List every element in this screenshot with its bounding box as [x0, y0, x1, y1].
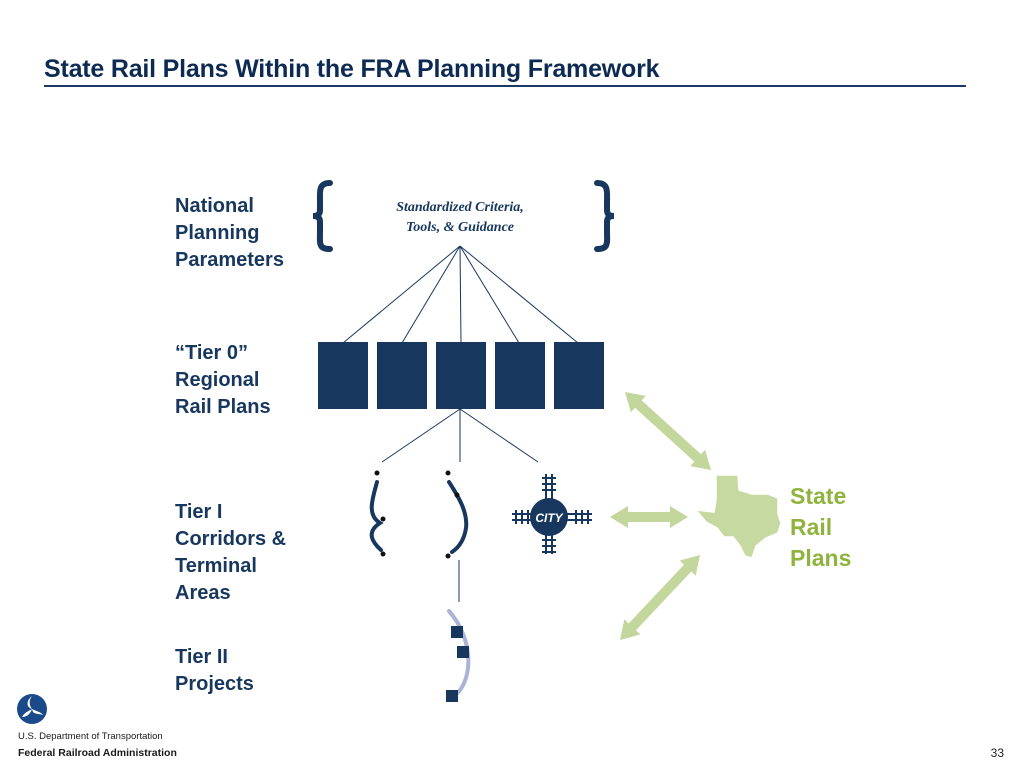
regional-plan-block — [377, 342, 427, 409]
standardized-line: Tools, & Guidance — [406, 220, 514, 235]
national-planning-parameters-label: National Planning Parameters — [175, 193, 315, 274]
label-line: Terminal — [175, 555, 257, 577]
label-line: Tier II — [175, 646, 228, 668]
page-title: State Rail Plans Within the FRA Planning… — [44, 55, 660, 83]
label-line: Rail Plans — [175, 396, 271, 418]
dot-triskelion-logo-icon — [17, 694, 47, 724]
double-arrows — [610, 392, 711, 640]
tier2-projects-label: Tier II Projects — [175, 644, 315, 698]
label-line: Tier I — [175, 501, 223, 523]
regional-to-corridor-connectors — [381, 408, 539, 602]
label-line: Corridors & — [175, 528, 287, 550]
right-curly-brace-icon — [594, 180, 615, 252]
project-icon — [446, 609, 471, 702]
double-arrow-icon — [625, 392, 711, 470]
agency-footer: U.S. Department of Transportation Federa… — [18, 728, 177, 762]
corridor-icon — [369, 470, 386, 557]
regional-plan-block — [318, 342, 368, 409]
texas-state-map-icon — [694, 474, 782, 559]
label-line: State — [790, 483, 847, 509]
department-name: U.S. Department of Transportation — [18, 731, 163, 742]
label-line: “Tier 0” — [175, 342, 248, 364]
regional-plan-blocks — [318, 342, 604, 409]
national-to-regional-connectors — [342, 245, 579, 344]
label-line: Rail — [790, 514, 833, 540]
left-curly-brace-icon — [312, 180, 333, 252]
tier1-corridors-label: Tier I Corridors & Terminal Areas — [175, 499, 315, 607]
label-line: Planning — [175, 222, 260, 244]
standardized-line: Standardized Criteria, — [396, 200, 524, 215]
city-rail-hub-icon — [512, 474, 592, 554]
city-label: CITY — [535, 511, 563, 525]
regional-plan-block — [436, 342, 486, 409]
label-line: National — [175, 195, 254, 217]
administration-name: Federal Railroad Administration — [18, 747, 177, 759]
title-underline — [44, 85, 966, 87]
state-rail-plans-label: State Rail Plans — [790, 481, 851, 574]
label-line: Areas — [175, 582, 231, 604]
tier0-regional-rail-plans-label: “Tier 0” Regional Rail Plans — [175, 340, 315, 421]
corridor-icon — [445, 470, 469, 559]
regional-plan-block — [495, 342, 545, 409]
double-arrow-icon — [610, 506, 688, 528]
label-line: Parameters — [175, 249, 284, 271]
regional-plan-block — [554, 342, 604, 409]
label-line: Projects — [175, 673, 254, 695]
label-line: Plans — [790, 545, 852, 571]
page-number: 33 — [990, 746, 1004, 760]
double-arrow-icon — [620, 555, 700, 640]
label-line: Regional — [175, 369, 260, 391]
standardized-criteria-label: Standardized Criteria, Tools, & Guidance — [360, 198, 560, 238]
